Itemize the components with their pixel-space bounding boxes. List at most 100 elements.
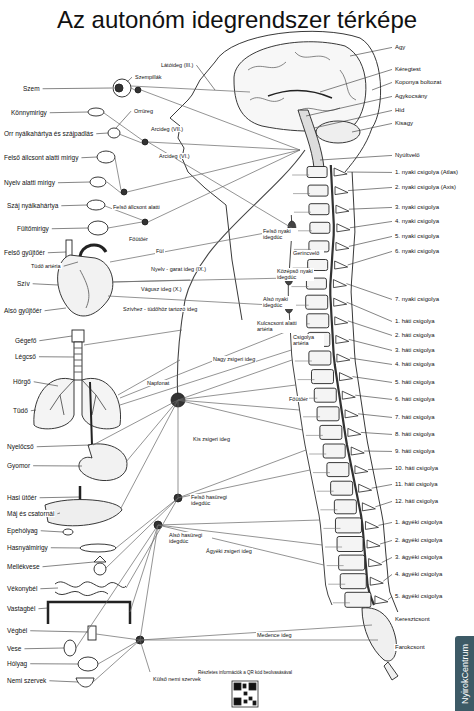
leader-line [380,540,392,544]
leader-line [41,531,63,532]
submandibular-gland [97,151,115,163]
brand-badge: NyirokCentrum [455,636,474,711]
leader-line [39,336,72,341]
organ-label: Fültőmirigy [16,225,50,232]
sacrum [362,608,396,661]
genitals [76,678,94,687]
nerve-label: Szempillák [134,74,163,80]
leader-line [57,513,60,515]
leader-line [350,221,392,227]
leader-line [34,382,58,386]
vertebra [308,185,328,196]
spinous-process [335,261,348,269]
leader-line [81,157,97,159]
anatomy-label: 2. ágyéki csigolya [394,537,443,544]
leader-line [372,484,392,488]
spinal-nerve [294,212,311,213]
nerve-label: Gerincvelő [292,250,324,256]
leader-line [40,497,79,499]
spinal-nerve [313,472,330,473]
anatomy-label: 2. nyaki csigolya (Axis) [394,184,457,191]
anatomy-label: 3. háti csigolya [394,347,436,354]
organ-label: Gyomor [6,462,31,469]
nasal-mucosa [108,128,120,138]
nerve-line [84,330,182,345]
leader-line [347,172,392,173]
spinous-process [342,391,355,399]
kidney-upper [94,563,106,575]
leader-lines [24,47,392,682]
nerve-label: Külső nemi szervek [152,676,202,682]
anatomy-label: Farokcsont [394,644,426,651]
leader-line [375,501,392,506]
organ-label: Vese [6,645,22,652]
nerves [76,86,378,682]
leader-line [350,358,392,364]
small-intestine [55,582,126,588]
spinal-cord [330,165,374,605]
anatomy-label: 4. háti csigolya [394,361,436,368]
leader-line [43,562,94,567]
vertebra [323,444,345,458]
spinous-process [345,410,358,418]
nerve-line [93,640,140,682]
leader-line [61,205,87,207]
anatomy-label: 2. háti csigolya [394,332,436,339]
anatomy-label: 12. háti csigolya [394,498,439,505]
leader-line [368,468,392,469]
organ-label: Tüdő [12,407,29,414]
nerve-label: Medence ideg [256,632,293,638]
nerve-line [178,400,179,498]
organ-label: Máj és csatornái [6,510,55,517]
ganglion [142,139,148,145]
vertebra [345,592,371,607]
spinous-process [335,187,348,195]
organ-label: Nyelv alatti mirigy [3,179,56,186]
nerve-line [158,520,320,525]
nerve-label: Középső nyaki idegdúc [276,268,314,281]
vertebra [335,518,361,533]
adrenal-gland [94,556,106,562]
organ-label: Szív [16,280,31,287]
anatomy-label: 10. háti csigolya [394,465,439,472]
leader-line [43,88,112,90]
nerve-label: Napfonat [146,380,170,386]
nerve-line [148,150,300,222]
vertebra [311,370,333,384]
nerve-line [112,278,289,282]
nerve-line [118,360,180,395]
spinal-nerve [309,454,326,455]
spinal-nerve [323,528,340,529]
anatomy-label: Agy [394,44,406,51]
leader-line [48,252,66,254]
larynx [72,330,84,342]
nerve-line [131,86,250,92]
organ-label: Nyelőcső [6,443,35,450]
leader-line [58,182,90,184]
leader-line [40,588,58,590]
trachea-rings [74,348,82,372]
organ-label: Könnymirigy [10,109,48,116]
heart-detail [80,270,89,308]
leader-line [352,377,392,383]
aortic-arch [80,245,106,258]
gallbladder [63,529,73,535]
leader-line [33,465,82,466]
vertebra [314,388,336,402]
brain [234,42,366,131]
spinous-process [337,354,350,362]
coccyx [384,662,398,680]
organ-label: Száj nyálkahártya [6,202,59,209]
leader-line [24,648,64,650]
vertebra [320,425,342,439]
vertebra [309,351,331,365]
colon [48,602,130,624]
spine [306,165,398,680]
nerve-label: Részletes információk a QR kód beolvasás… [197,670,293,675]
nerve-line [141,90,300,150]
organ-label: Hólyag [6,660,28,667]
nerve-line [112,280,190,282]
anatomy-label: 4. ágyéki csigolya [394,571,443,578]
bladder [78,657,98,671]
leader-line [347,302,392,321]
